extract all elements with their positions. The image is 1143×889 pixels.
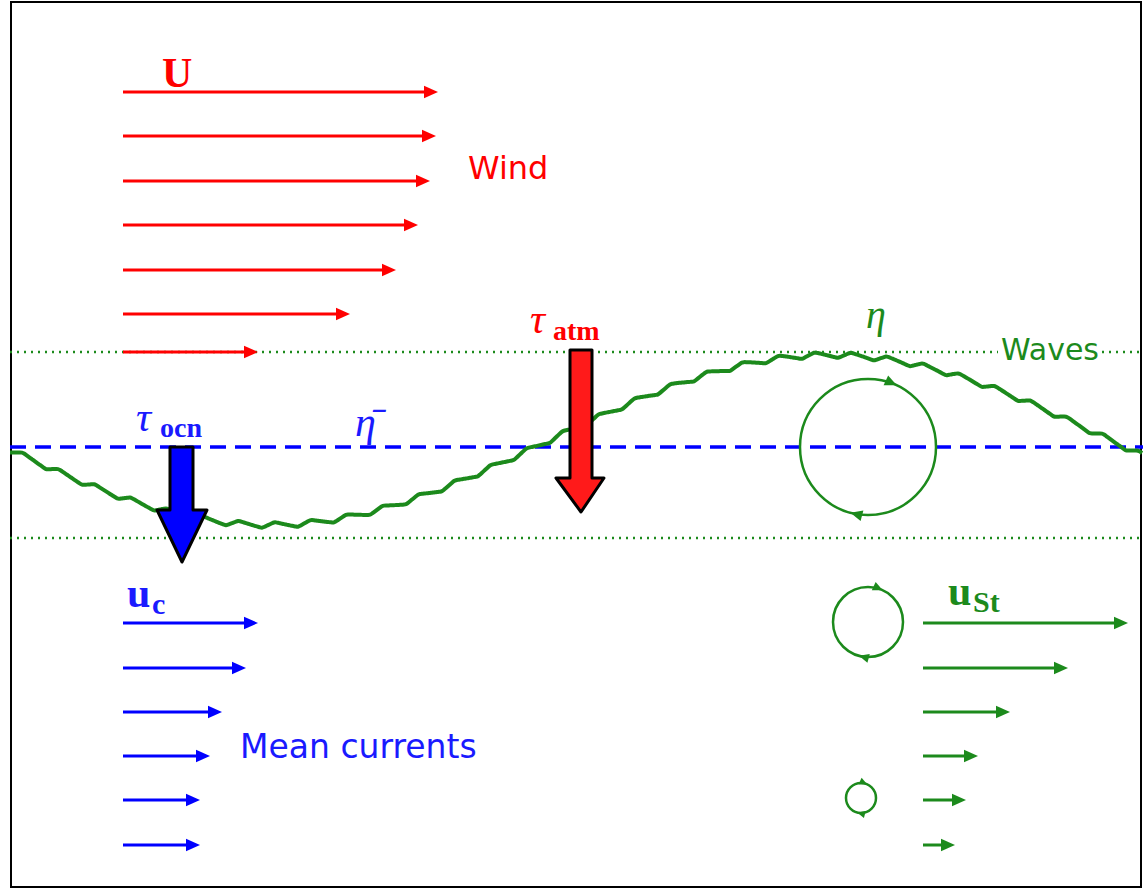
symbol-subscript: c xyxy=(152,589,165,619)
current-arrow xyxy=(123,711,214,714)
wind-arrow xyxy=(123,224,410,227)
wind-arrow-head xyxy=(404,219,418,232)
frame xyxy=(11,2,1141,887)
wind-arrow-head xyxy=(424,86,438,99)
wind-arrow xyxy=(123,135,428,138)
wind-arrow-head xyxy=(382,264,396,277)
legend-label: Waves xyxy=(998,335,1102,365)
current-arrow-head xyxy=(186,794,200,807)
wind-arrow-head xyxy=(416,175,430,188)
orbit-arrow xyxy=(872,582,885,594)
stokes-arrow xyxy=(923,711,1002,714)
stokes-arrow-head xyxy=(952,794,966,807)
vector-symbol: u xyxy=(127,572,150,614)
wind-arrow xyxy=(123,180,422,183)
current-profile xyxy=(123,617,258,852)
stress-symbol: τ xyxy=(136,396,151,438)
orbit-arrow xyxy=(849,507,863,521)
mean-elevation-symbol: η̄ xyxy=(355,401,376,443)
vector-symbol: U xyxy=(162,52,192,94)
symbol-subscript: ocn xyxy=(160,414,202,442)
stokes-arrow-head xyxy=(964,750,978,763)
current-arrow-head xyxy=(186,839,200,852)
orbit-arrow xyxy=(858,651,870,662)
legend-label: Mean currents xyxy=(240,730,477,763)
legend-label: Wind xyxy=(468,152,548,184)
orbit-circle xyxy=(800,379,936,515)
stokes-arrow xyxy=(923,755,970,758)
current-arrow-head xyxy=(244,617,258,630)
orbital-motion xyxy=(800,375,936,818)
current-arrow xyxy=(123,755,202,758)
orbit-arrow xyxy=(884,375,899,390)
current-arrow xyxy=(123,667,238,670)
wind-arrow xyxy=(123,351,250,354)
wind-arrow xyxy=(123,313,342,316)
stokes-arrow xyxy=(923,667,1060,670)
stress-symbol: τ xyxy=(530,298,545,340)
orbit-circle xyxy=(833,587,903,657)
atmospheric-stress-arrow xyxy=(556,350,604,512)
symbol-subscript: atm xyxy=(553,317,600,345)
vector-symbol: u xyxy=(948,570,971,612)
stokes-arrow-head xyxy=(941,839,955,852)
ocean-stress-arrow xyxy=(157,447,207,562)
wind-profile xyxy=(123,86,438,359)
stokes-drift-profile xyxy=(923,617,1128,852)
current-arrow xyxy=(123,799,192,802)
wind-arrow-head xyxy=(336,308,350,321)
wind-arrow-head xyxy=(422,130,436,143)
orbit-circle xyxy=(846,783,876,813)
orbit-arrow xyxy=(859,778,869,788)
current-arrow xyxy=(123,622,250,625)
current-arrow xyxy=(123,844,192,847)
wind-arrow-head xyxy=(244,346,258,359)
stokes-arrow-head xyxy=(996,706,1010,719)
stokes-arrow-head xyxy=(1114,617,1128,630)
current-arrow-head xyxy=(196,750,210,763)
elevation-symbol: η xyxy=(866,295,886,335)
stokes-arrow xyxy=(923,622,1120,625)
current-arrow-head xyxy=(232,662,246,675)
orbit-arrow xyxy=(856,809,866,818)
stokes-arrow-head xyxy=(1054,662,1068,675)
wind-arrow xyxy=(123,269,388,272)
current-arrow-head xyxy=(208,706,222,719)
symbol-subscript: St xyxy=(973,587,1000,617)
